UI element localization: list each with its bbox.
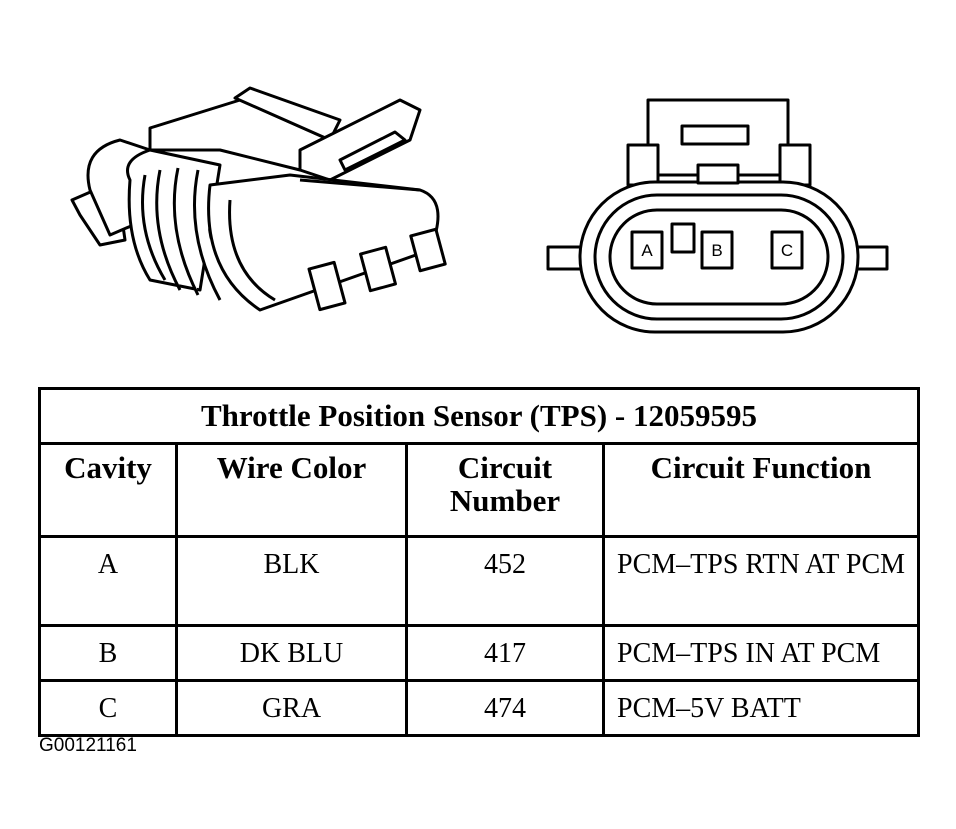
header-circuit-function: Circuit Function	[601, 442, 921, 538]
cavity-cell: C	[38, 679, 178, 737]
header-circuit-number: Circuit Number	[405, 442, 605, 538]
circuit-function-cell: PCM–TPS IN AT PCM	[601, 624, 921, 682]
header-wire-color: Wire Color	[175, 442, 408, 538]
connector-isometric-drawing	[70, 86, 447, 312]
figure-id: G00121161	[39, 735, 137, 756]
wire-color-cell: GRA	[175, 679, 408, 737]
pin-label-b: B	[711, 241, 722, 260]
table-row: B DK BLU 417 PCM–TPS IN AT PCM	[38, 624, 921, 682]
circuit-number-cell: 474	[405, 679, 605, 737]
table-title: Throttle Position Sensor (TPS) - 1205959…	[37, 387, 921, 445]
header-cavity: Cavity	[38, 442, 178, 538]
pinout-table: Throttle Position Sensor (TPS) - 1205959…	[37, 387, 921, 737]
circuit-function-cell: PCM–TPS RTN AT PCM	[601, 535, 921, 627]
connector-illustrations: A B C	[70, 86, 889, 334]
table-row: C GRA 474 PCM–5V BATT	[38, 679, 921, 737]
table-row: A BLK 452 PCM–TPS RTN AT PCM	[38, 535, 921, 627]
circuit-function-cell: PCM–5V BATT	[601, 679, 921, 737]
header-circuit-number-line-2: Number	[449, 483, 561, 518]
wire-color-cell: BLK	[175, 535, 408, 627]
pin-label-c: C	[781, 241, 793, 260]
circuit-number-cell: 417	[405, 624, 605, 682]
wire-color-cell: DK BLU	[175, 624, 408, 682]
connector-face-drawing	[546, 98, 889, 334]
pin-label-a: A	[641, 241, 653, 260]
cavity-cell: A	[38, 535, 178, 627]
cavity-cell: B	[38, 624, 178, 682]
circuit-number-cell: 452	[405, 535, 605, 627]
header-circuit-number-line-1: Circuit	[457, 450, 553, 485]
